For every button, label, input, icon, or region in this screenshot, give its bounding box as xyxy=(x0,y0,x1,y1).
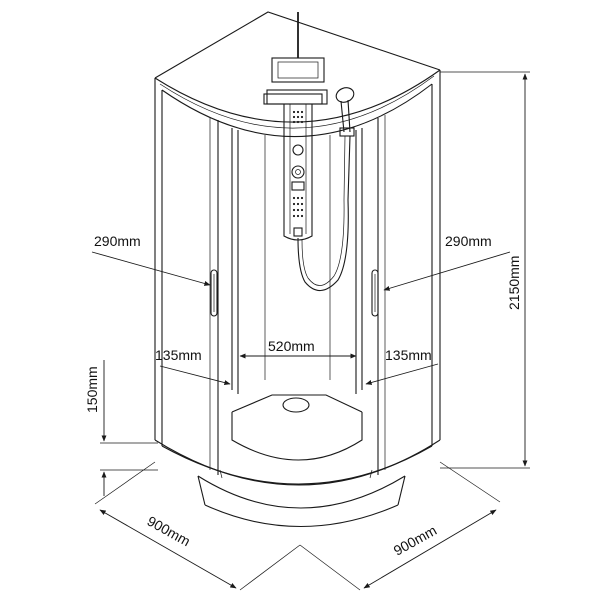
dim-door-left: 290mm xyxy=(91,233,211,286)
right-door-handle[interactable] xyxy=(371,269,379,317)
dim-side-right-label: 135mm xyxy=(385,347,432,363)
shower-head-icon xyxy=(335,87,355,103)
dim-side-left: 135mm xyxy=(155,347,231,386)
mixer-knob-icon xyxy=(291,165,305,179)
right-wall xyxy=(377,70,441,475)
dim-front-opening-label: 520mm xyxy=(268,338,315,354)
back-corner-frame xyxy=(231,128,363,394)
dim-door-right: 290mm xyxy=(383,233,511,291)
control-knob-icon xyxy=(292,144,304,156)
dim-width-left: 900mm xyxy=(94,461,301,591)
dim-total-height: 2150mm xyxy=(440,71,530,469)
dim-door-right-label: 290mm xyxy=(445,233,492,249)
dim-total-height-label: 2150mm xyxy=(506,256,522,310)
panel-jets-bottom xyxy=(292,196,304,218)
panel-jets-top xyxy=(292,110,304,124)
shower-tray xyxy=(154,394,441,527)
drain-icon xyxy=(282,397,310,413)
dim-tray-height: 150mm xyxy=(84,360,158,496)
dim-front-opening: 520mm xyxy=(239,338,357,359)
dim-side-right: 135mm xyxy=(365,347,439,385)
shower-column-panel xyxy=(263,93,323,241)
left-door-handle[interactable] xyxy=(210,269,218,317)
left-wall xyxy=(154,78,219,475)
roof-cap xyxy=(154,11,441,138)
ceiling-fan-unit xyxy=(266,12,328,105)
dim-width-right-label: 900mm xyxy=(391,522,440,559)
dim-side-left-label: 135mm xyxy=(155,347,202,363)
dim-tray-height-label: 150mm xyxy=(84,366,100,413)
dim-width-right: 900mm xyxy=(299,461,501,591)
hand-shower xyxy=(297,87,355,292)
dim-width-left-label: 900mm xyxy=(145,513,194,550)
dim-door-left-label: 290mm xyxy=(94,233,141,249)
